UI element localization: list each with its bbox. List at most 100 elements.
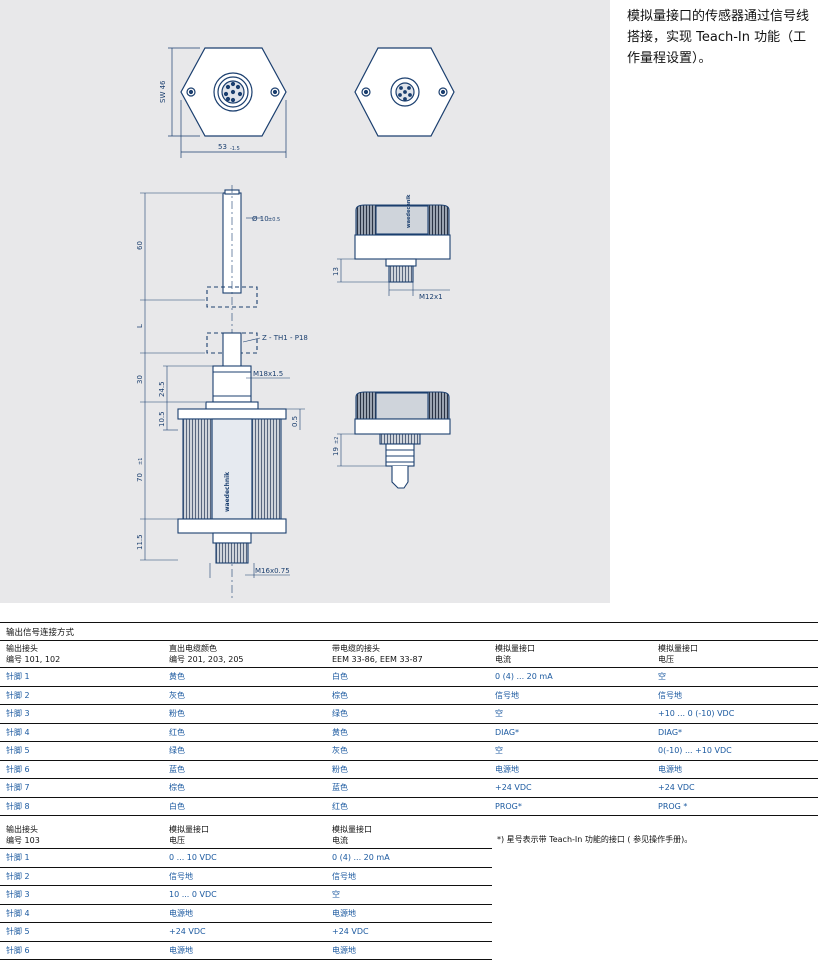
table-cell: 电源地: [326, 941, 492, 960]
table-cell: 0 ... 10 VDC: [163, 848, 326, 868]
table-cell: 红色: [163, 723, 326, 742]
footnote: *) 星号表示带 Teach-In 功能的接口 ( 参见操作手册)。: [497, 835, 693, 844]
table2-header-row: 输出接头编号 103 模拟量接口电压 模拟量接口电流: [0, 821, 492, 849]
table-row: 针脚 2 信号地 信号地: [0, 867, 492, 886]
table-cell: 0(-10) ... +10 VDC: [652, 741, 818, 761]
table-cell: 空: [652, 667, 818, 687]
table-cell: 电源地: [326, 904, 492, 923]
pin-cell: 针脚 4: [0, 723, 163, 742]
dimension-drawing-svg: SW 46 53 -1.5 waedechnik: [136, 47, 455, 600]
table-cell: 0 (4) ... 20 mA: [326, 848, 492, 868]
t1-header-col4: 模拟量接口电流: [489, 640, 652, 668]
table-cell: 粉色: [163, 704, 326, 724]
pin-cell: 针脚 4: [0, 904, 163, 923]
pin-cell: 针脚 2: [0, 686, 163, 705]
section-top-rule: [0, 622, 818, 623]
table-cell: DIAG*: [652, 723, 818, 742]
pin-cell: 针脚 2: [0, 867, 163, 886]
pin-cell: 针脚 1: [0, 667, 163, 687]
table-row: 针脚 6 蓝色 粉色 电源地 电源地: [0, 760, 818, 779]
table-cell: DIAG*: [489, 723, 652, 742]
len115-label: 11.5: [136, 534, 144, 550]
table-row: 针脚 4 电源地 电源地: [0, 904, 492, 923]
len70-tol-label: ±1: [138, 458, 144, 465]
brand-label: waedechnik: [224, 471, 231, 512]
len05-label: 0.5: [291, 416, 299, 427]
table-cell: 白色: [163, 797, 326, 816]
pin-cell: 针脚 3: [0, 704, 163, 724]
table-cell: 信号地: [489, 686, 652, 705]
len19-tol-label: ±2: [334, 437, 340, 444]
table-cell: +24 VDC: [326, 922, 492, 942]
table-cell: 棕色: [163, 778, 326, 798]
m12-label: M12x1: [419, 293, 443, 301]
width-label: 53: [218, 143, 227, 151]
pin-cell: 针脚 1: [0, 848, 163, 868]
code-label: Z - TH1 - P18: [262, 334, 308, 342]
pin-cell: 针脚 5: [0, 922, 163, 942]
table-cell: 棕色: [326, 686, 489, 705]
hexagon-top-view-right: [354, 47, 455, 137]
connector-housing-top: [354, 204, 451, 283]
hexagon-top-view-left: [180, 47, 287, 137]
pin-cell: 针脚 6: [0, 941, 163, 960]
pin-table-2: 输出接头编号 103 模拟量接口电压 模拟量接口电流 针脚 1 0 ... 10…: [0, 821, 492, 960]
table-cell: 电源地: [489, 760, 652, 779]
table-cell: 黄色: [163, 667, 326, 687]
table-cell: 空: [489, 741, 652, 761]
table-cell: 信号地: [652, 686, 818, 705]
table-cell: 0 (4) ... 20 mA: [489, 667, 652, 687]
t1-header-col5: 模拟量接口电压: [652, 640, 818, 668]
table-cell: 黄色: [326, 723, 489, 742]
width-tol-label: -1.5: [230, 146, 240, 152]
table-cell: 蓝色: [326, 778, 489, 798]
len60-label: 60: [136, 241, 144, 250]
intro-text: 模拟量接口的传感器通过信号线搭接，实现 Teach-In 功能（工作量程设置）。: [627, 9, 810, 66]
dia-tol-label: ±0.5: [268, 217, 280, 223]
technical-drawing: SW 46 53 -1.5 waedechnik: [0, 0, 610, 603]
pin-cell: 针脚 3: [0, 885, 163, 905]
pin-cell: 针脚 5: [0, 741, 163, 761]
table-cell: 灰色: [163, 686, 326, 705]
len19-label: 19: [332, 447, 340, 456]
t1-header-col1: 输出接头编号 101, 102: [0, 640, 163, 668]
len30-label: 30: [136, 375, 144, 384]
housing-brand-label: waedechnik: [406, 194, 412, 228]
table-row: 针脚 3 10 ... 0 VDC 空: [0, 885, 492, 905]
pin-table-1: 输出接头编号 101, 102 直出电缆颜色编号 201, 203, 205 带…: [0, 640, 818, 816]
table-cell: 信号地: [326, 867, 492, 886]
table-row: 针脚 8 白色 红色 PROG* PROG *: [0, 797, 818, 816]
table-row: 针脚 5 +24 VDC +24 VDC: [0, 922, 492, 942]
len245-label: 24.5: [158, 381, 166, 397]
table-cell: 电源地: [163, 904, 326, 923]
table-cell: 粉色: [326, 760, 489, 779]
table-row: 针脚 2 灰色 棕色 信号地 信号地: [0, 686, 818, 705]
table-cell: 电源地: [163, 941, 326, 960]
table-row: 针脚 3 粉色 绿色 空 +10 ... 0 (-10) VDC: [0, 704, 818, 724]
table1-header-row: 输出接头编号 101, 102 直出电缆颜色编号 201, 203, 205 带…: [0, 640, 818, 668]
t1-header-col2: 直出电缆颜色编号 201, 203, 205: [163, 640, 326, 668]
table-cell: 白色: [326, 667, 489, 687]
table-row: 针脚 5 绿色 灰色 空 0(-10) ... +10 VDC: [0, 741, 818, 761]
t2-header-col2: 模拟量接口电压: [163, 821, 326, 849]
m16-label: M16x0.75: [255, 567, 290, 575]
lenL-label: L: [136, 324, 144, 328]
dia-label: Ø 10: [252, 215, 269, 223]
len13-label: 13: [332, 267, 340, 276]
table-cell: 信号地: [163, 867, 326, 886]
table-cell: 绿色: [163, 741, 326, 761]
section-title: 输出信号连接方式: [6, 628, 75, 638]
table-cell: PROG *: [652, 797, 818, 816]
table-cell: +24 VDC: [163, 922, 326, 942]
table-row: 针脚 4 红色 黄色 DIAG* DIAG*: [0, 723, 818, 742]
table-cell: +24 VDC: [652, 778, 818, 798]
t2-header-col3: 模拟量接口电流: [326, 821, 492, 849]
table-cell: 红色: [326, 797, 489, 816]
table-row: 针脚 6 电源地 电源地: [0, 941, 492, 960]
table-cell: 空: [489, 704, 652, 724]
table-cell: +10 ... 0 (-10) VDC: [652, 704, 818, 724]
table-cell: 10 ... 0 VDC: [163, 885, 326, 905]
table-row: 针脚 1 黄色 白色 0 (4) ... 20 mA 空: [0, 667, 818, 687]
table-row: 针脚 7 棕色 蓝色 +24 VDC +24 VDC: [0, 778, 818, 798]
